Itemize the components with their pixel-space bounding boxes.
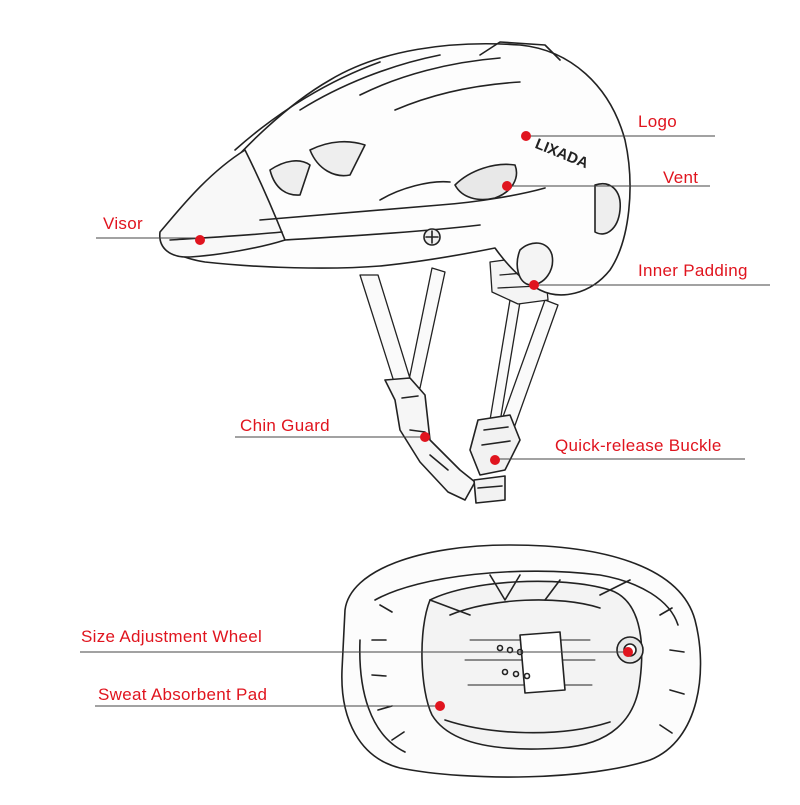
helmet-side-view: LIXADA bbox=[159, 41, 631, 504]
label-chin-guard: Chin Guard bbox=[240, 416, 330, 435]
label-logo: Logo bbox=[638, 112, 678, 131]
dot-visor bbox=[195, 235, 205, 245]
chin-guard-part bbox=[384, 377, 476, 501]
dot-vent bbox=[502, 181, 512, 191]
dot-sweat-pad bbox=[435, 701, 445, 711]
label-vent: Vent bbox=[663, 168, 699, 187]
callout-dots bbox=[195, 131, 633, 711]
label-buckle: Quick-release Buckle bbox=[555, 436, 722, 455]
dot-logo bbox=[521, 131, 531, 141]
helmet-underside-view bbox=[341, 544, 702, 778]
label-size-wheel: Size Adjustment Wheel bbox=[81, 627, 263, 646]
label-sweat-pad: Sweat Absorbent Pad bbox=[98, 685, 268, 704]
dot-chin-guard bbox=[420, 432, 430, 442]
dot-size-wheel bbox=[623, 647, 633, 657]
leader-lines bbox=[80, 135, 770, 707]
label-inner-padding: Inner Padding bbox=[638, 261, 748, 280]
visor-part bbox=[159, 149, 286, 258]
dot-inner-padding bbox=[529, 280, 539, 290]
dot-buckle bbox=[490, 455, 500, 465]
label-visor: Visor bbox=[103, 214, 143, 233]
buckle-part bbox=[469, 414, 521, 504]
